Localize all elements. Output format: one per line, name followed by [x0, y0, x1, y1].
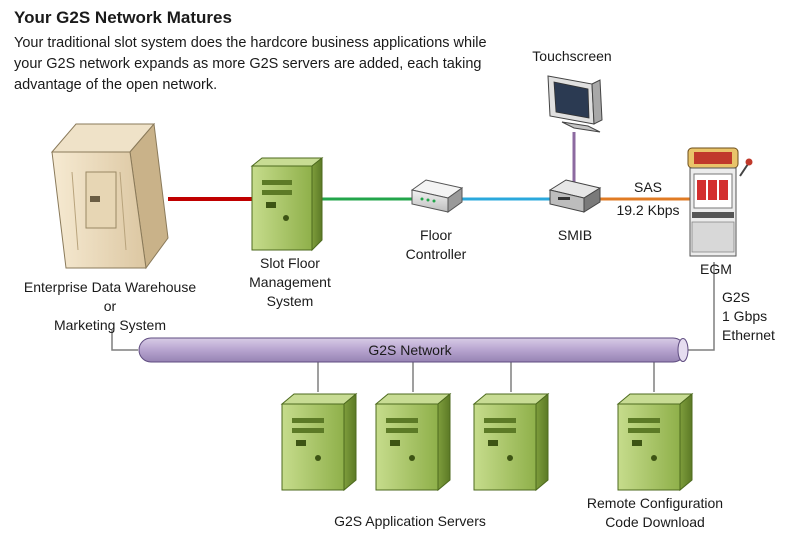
slot-floor-label-line2: Management: [249, 274, 331, 290]
enterprise-warehouse-icon: [50, 122, 169, 270]
floor-controller-label-line2: Controller: [405, 246, 467, 262]
g2s-link-label-line3: Ethernet: [722, 327, 775, 343]
smib-label: SMIB: [557, 227, 593, 243]
remote-config-label-line2: Code Download: [605, 514, 705, 530]
warehouse-label-line2: or: [103, 298, 117, 314]
warehouse-label-line1: Enterprise Data Warehouse: [23, 279, 197, 295]
floor-controller-label: Floor Controller: [396, 226, 476, 264]
remote-config-label: Remote Configuration Code Download: [570, 494, 740, 532]
slot-floor-server-icon: [250, 156, 324, 252]
egm-slot-machine-icon: [687, 147, 753, 257]
slot-floor-label-line1: Slot Floor: [260, 255, 320, 271]
g2s-network-label: G2S Network: [368, 342, 452, 358]
sas-label-line1: SAS: [633, 179, 662, 195]
link-warehouse-network: [111, 330, 138, 351]
app-server-2-icon: [374, 392, 452, 492]
warehouse-label: Enterprise Data Warehouse or Marketing S…: [8, 278, 212, 335]
remote-config-server-icon: [616, 392, 694, 492]
app-servers-label: G2S Application Servers: [334, 513, 486, 529]
page-description: Your traditional slot system does the ha…: [14, 35, 487, 93]
slot-floor-label: Slot Floor Management System: [240, 254, 340, 311]
links: [111, 132, 715, 392]
sas-label-line2: 19.2 Kbps: [616, 202, 680, 218]
floor-controller-icon: [410, 179, 464, 213]
touchscreen-icon: [547, 75, 603, 133]
sas-label: SAS 19.2 Kbps: [608, 178, 688, 220]
smib-icon: [548, 179, 602, 213]
warehouse-label-line3: Marketing System: [53, 317, 167, 333]
app-server-1-icon: [280, 392, 358, 492]
remote-config-label-line1: Remote Configuration: [586, 495, 724, 511]
link-egm-network: [686, 262, 715, 351]
app-server-3-icon: [472, 392, 550, 492]
slot-floor-label-line3: System: [266, 293, 314, 309]
g2s-link-label-line1: G2S: [722, 289, 751, 305]
egm-label: EGM: [700, 261, 732, 277]
floor-controller-label-line1: Floor: [420, 227, 452, 243]
touchscreen-label: Touchscreen: [532, 48, 612, 64]
g2s-link-label: G2S 1 Gbps Ethernet: [722, 288, 775, 345]
page-title: Your G2S Network Matures: [14, 8, 232, 27]
g2s-link-label-line2: 1 Gbps: [722, 308, 768, 324]
network-pipe: [138, 337, 689, 363]
